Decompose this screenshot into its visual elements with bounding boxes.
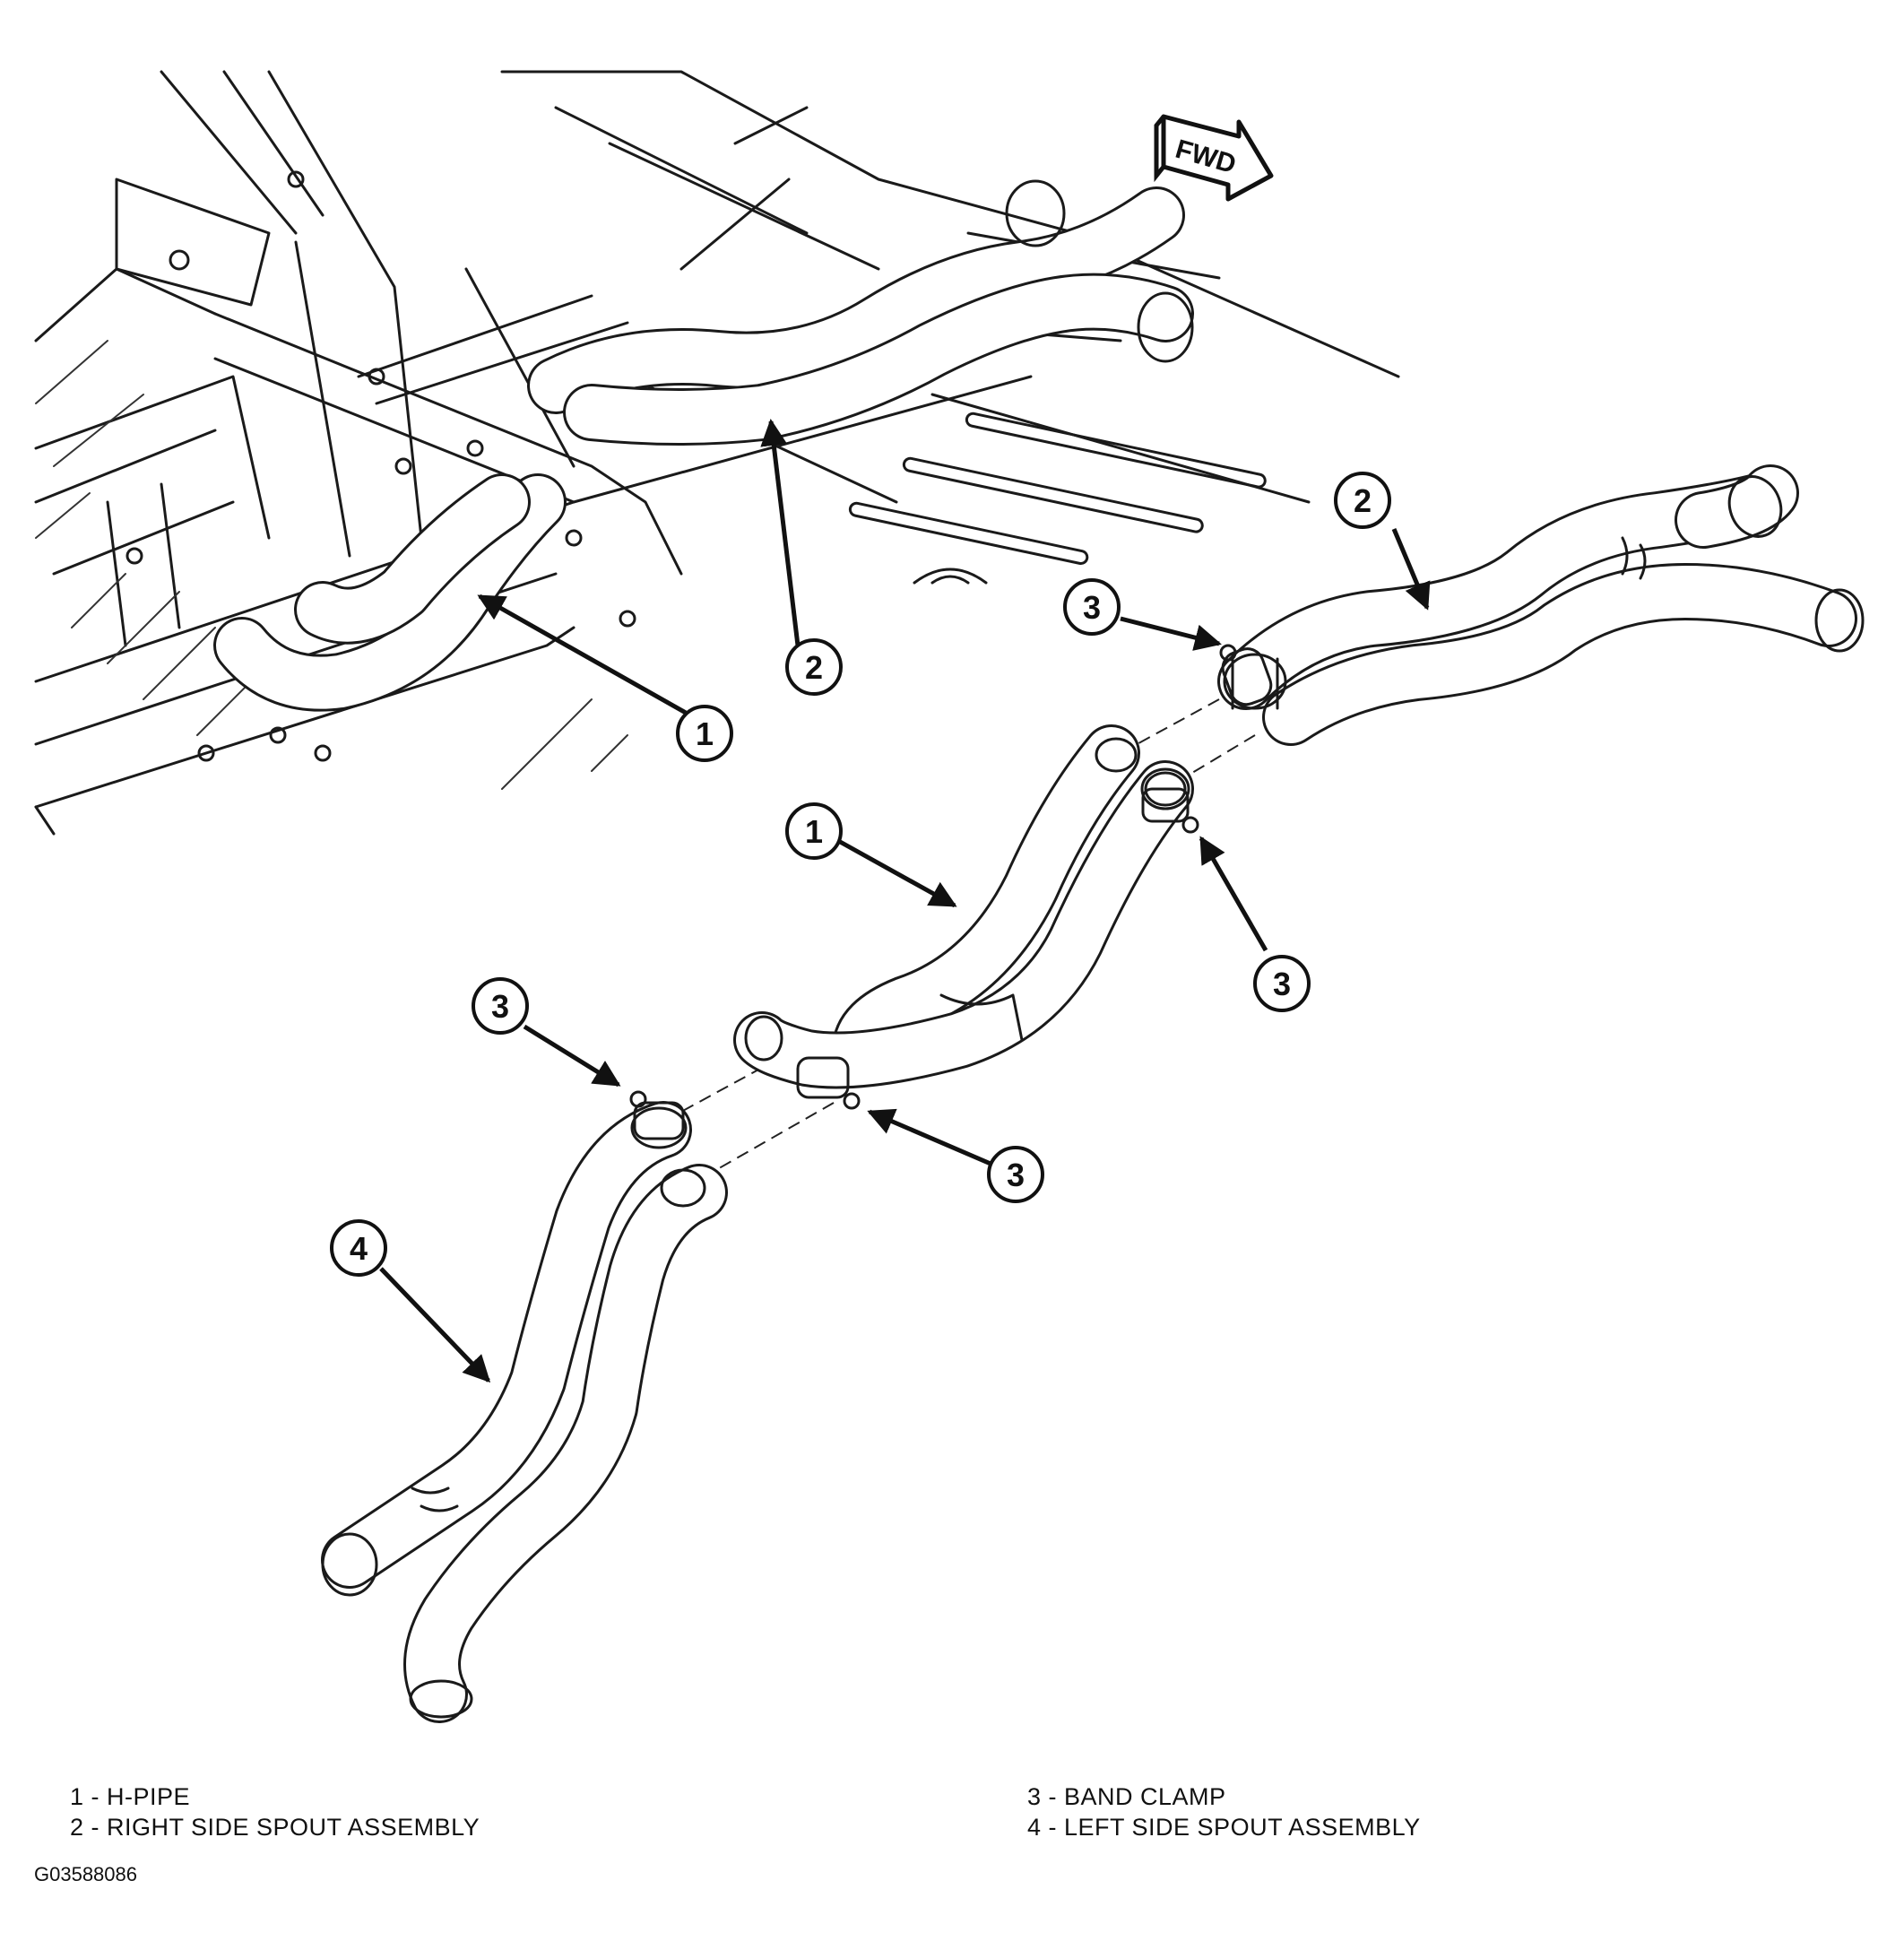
vehicle-underbody-inset	[34, 70, 1400, 836]
callout-3-left: 3	[472, 977, 529, 1035]
h-pipe	[733, 724, 1194, 1089]
callout-3-right: 3	[1253, 955, 1311, 1012]
legend-item-left-spout: 4 - LEFT SIDE SPOUT ASSEMBLY	[1027, 1814, 1421, 1841]
legend-item-h-pipe: 1 - H-PIPE	[70, 1783, 191, 1810]
svg-text:3: 3	[1083, 589, 1101, 626]
svg-text:2: 2	[805, 649, 823, 686]
band-clamp-1	[1219, 644, 1273, 706]
figure-code: G03588086	[34, 1863, 137, 1885]
callout-1-inset: 1	[676, 705, 733, 762]
svg-text:2: 2	[1354, 482, 1372, 519]
band-clamp-3	[796, 1056, 861, 1110]
left-side-spout-assembly	[321, 1101, 728, 1723]
svg-text:3: 3	[491, 988, 509, 1025]
callout-4: 4	[330, 1219, 387, 1277]
svg-text:1: 1	[805, 813, 823, 850]
band-clamp-4	[629, 1090, 688, 1149]
right-side-spout-assembly	[1217, 464, 1865, 746]
forward-direction-arrow-icon: FWD	[1154, 114, 1274, 202]
callout-2: 2	[1334, 472, 1391, 529]
leader-arrows	[379, 419, 1431, 1383]
legend-item-band-clamp: 3 - BAND CLAMP	[1027, 1783, 1226, 1810]
svg-text:4: 4	[350, 1230, 368, 1267]
svg-text:3: 3	[1273, 966, 1291, 1002]
svg-text:3: 3	[1007, 1157, 1025, 1193]
band-clamp-2	[1140, 767, 1199, 834]
legend-item-right-spout: 2 - RIGHT SIDE SPOUT ASSEMBLY	[70, 1814, 480, 1841]
callout-2-inset: 2	[785, 638, 843, 696]
callout-1: 1	[785, 802, 843, 860]
legend-left: 1 - H-PIPE 2 - RIGHT SIDE SPOUT ASSEMBLY	[70, 1781, 480, 1842]
callout-3-center: 3	[987, 1146, 1044, 1203]
callout-3-top: 3	[1063, 578, 1121, 636]
svg-text:1: 1	[696, 715, 714, 752]
legend-right: 3 - BAND CLAMP 4 - LEFT SIDE SPOUT ASSEM…	[1027, 1781, 1421, 1842]
